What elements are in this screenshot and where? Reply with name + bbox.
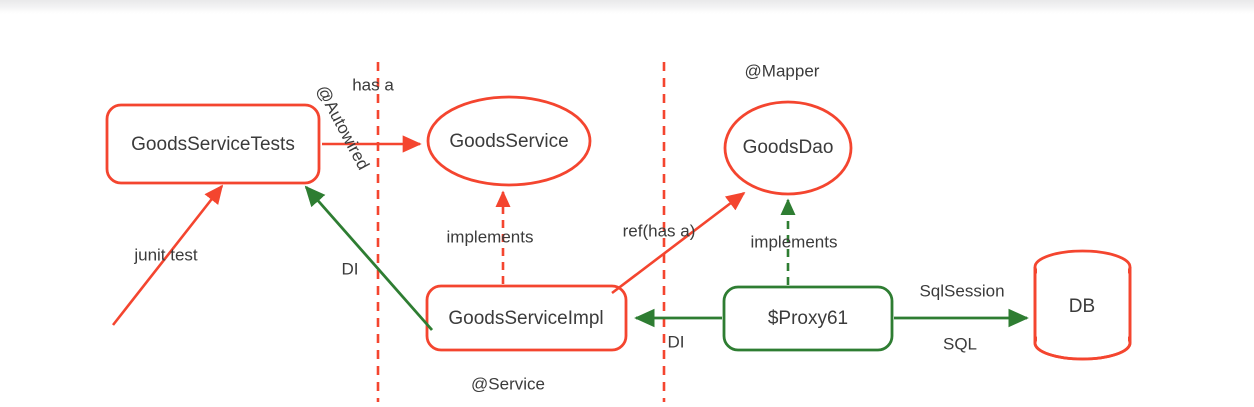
- top-band: [0, 0, 1254, 14]
- edge-di-right-label: DI: [668, 332, 685, 351]
- edge-implements-left-label: implements: [447, 227, 534, 246]
- node-db[interactable]: [1033, 249, 1132, 361]
- node-db-label: DB: [1069, 296, 1095, 317]
- node-goods-dao[interactable]: [723, 100, 853, 196]
- edge-implements-right-label: implements: [751, 232, 838, 251]
- node-goods-service-tests-label: GoodsServiceTests: [131, 134, 295, 155]
- edge-ref-has-a-label: ref(has a): [623, 221, 696, 240]
- edge-di-left: [304, 185, 434, 331]
- node-proxy61[interactable]: [722, 285, 894, 352]
- node-goods-service-tests[interactable]: [105, 103, 321, 185]
- annotation-mapper: @Mapper: [745, 61, 820, 80]
- edge-di-left-label: DI: [342, 259, 359, 278]
- node-proxy61-label: $Proxy61: [768, 308, 848, 329]
- node-goods-dao-label: GoodsDao: [743, 137, 834, 158]
- edge-ref-has-a: [611, 191, 746, 295]
- edge-junit-test-label: junit test: [133, 245, 198, 264]
- node-goods-service-impl[interactable]: [425, 284, 628, 352]
- annotation-service: @Service: [471, 374, 545, 393]
- node-goods-service-impl-label: GoodsServiceImpl: [448, 308, 603, 329]
- edge-junit-test: [111, 184, 224, 326]
- annotation-autowired: @Autowired: [313, 82, 373, 173]
- edge-has-a-label: has a: [352, 75, 394, 94]
- edge-sqlsession-label: SqlSession: [919, 281, 1004, 300]
- node-goods-service-label: GoodsService: [449, 131, 568, 152]
- edge-sql-label: SQL: [943, 334, 977, 353]
- node-goods-service[interactable]: [426, 95, 592, 187]
